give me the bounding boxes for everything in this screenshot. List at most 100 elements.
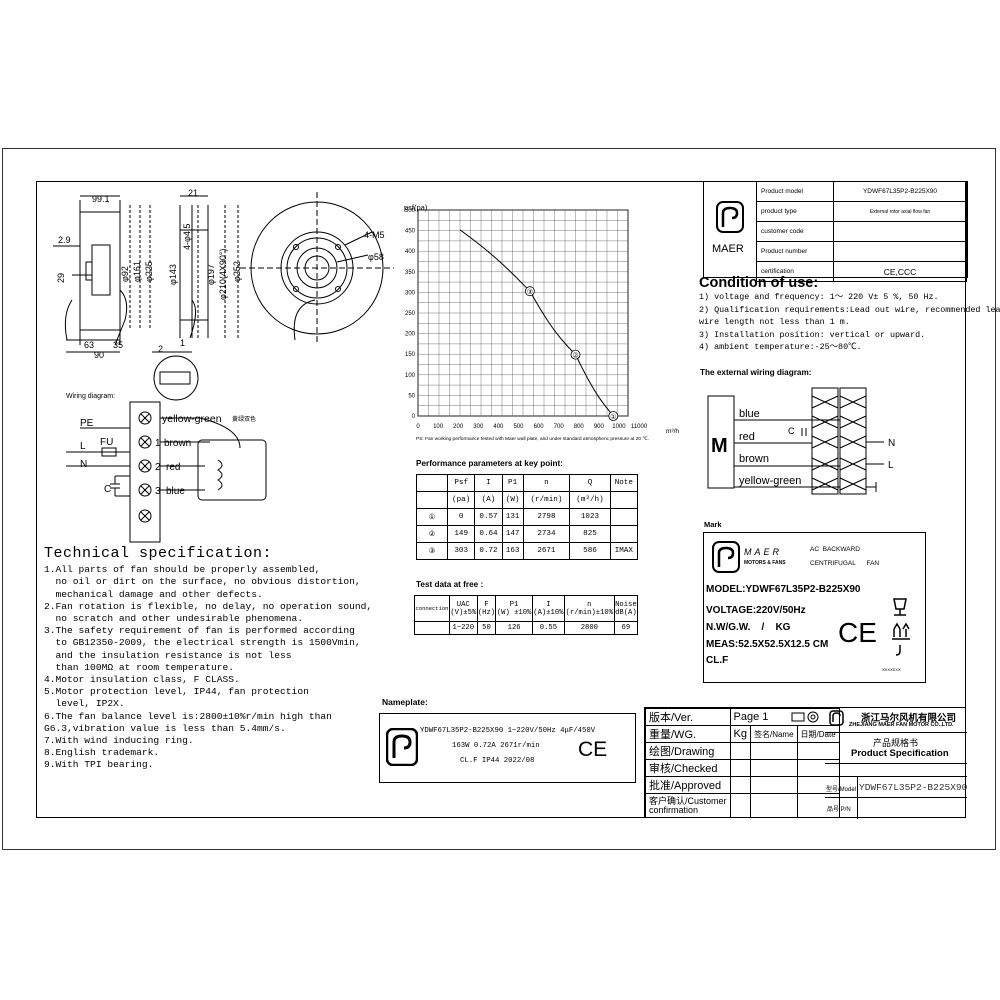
external-yellow-green: yellow-green <box>739 475 801 487</box>
wiring-l: L <box>80 441 86 452</box>
nameplate-line2: 163W 0.72A 2671r/min <box>452 742 540 750</box>
perf-r2c0: ③ <box>416 542 448 560</box>
test-c6: 69 <box>613 621 639 635</box>
series-line <box>459 229 614 417</box>
perf-r2c2: 0.72 <box>474 542 503 560</box>
tech-title: Technical specification: <box>44 545 273 562</box>
dim-1: 1 <box>180 338 185 348</box>
chart-note: PS: Fan working performance tested with … <box>416 437 650 442</box>
y-tick-label: 450 <box>405 229 416 235</box>
info-value <box>833 221 967 242</box>
divider <box>825 776 967 777</box>
key-point-label: ① <box>610 413 616 421</box>
test-c0 <box>414 621 450 635</box>
perf-u1: (pa) <box>446 491 476 509</box>
test-c2: 50 <box>476 621 497 635</box>
table-row: Psf I P1 n Q Note <box>416 474 639 492</box>
divider <box>857 776 858 819</box>
perf-r0c6 <box>609 508 639 526</box>
tb-checked: 审核/Checked <box>645 759 731 777</box>
tech-line: mechanical damage and other defects. <box>44 588 263 600</box>
table-row: ③ 303 0.72 163 2671 586 IMAX <box>416 542 639 560</box>
external-red: red <box>739 431 755 443</box>
external-m: M <box>711 435 728 457</box>
test-c3: 126 <box>495 621 533 635</box>
test-table: connection UAC (V)±5% F (Hz) P1 (W) ±10%… <box>414 595 639 635</box>
perf-r2c3: 163 <box>501 542 524 560</box>
perf-r0c5: 1023 <box>569 508 611 526</box>
x-tick-label: 800 <box>574 424 585 430</box>
mark-brand: MAER <box>744 547 783 557</box>
mark-cl: CL.F <box>706 655 729 666</box>
tb-drawing: 绘图/Drawing <box>645 742 731 760</box>
mark-xx: XXXXXXX <box>882 667 901 672</box>
perf-r2c4: 2671 <box>522 542 571 560</box>
wiring-c: C <box>104 484 111 495</box>
perf-r2c1: 303 <box>446 542 476 560</box>
perf-h6: Note <box>609 474 639 492</box>
test-h1: UAC (V)±5% <box>448 595 478 622</box>
dim-161: φ161 <box>132 261 142 282</box>
dim-225: φ225 <box>144 261 154 282</box>
table-row: 审核/Checked <box>645 759 840 777</box>
perf-r0c3: 131 <box>501 508 524 526</box>
tb-company-cn: 浙江马尔风机有限公司 <box>861 713 957 724</box>
info-value <box>833 241 967 262</box>
info-label: Product model <box>756 181 834 202</box>
test-c5: 2800 <box>563 621 615 635</box>
perf-u0 <box>416 491 448 509</box>
table-row: 1~220 50 126 0.55 2800 69 <box>414 621 639 635</box>
tech-line: 1.All parts of fan should be properly as… <box>44 564 321 576</box>
tb-doc-en: Product Specification <box>851 748 949 759</box>
external-c: C <box>788 426 795 436</box>
wiring-yellow-green-cn: 黄绿双色 <box>232 415 256 423</box>
info-value: YDWF67L35P2-B225X90 <box>833 181 967 202</box>
wiring-pe: PE <box>80 418 94 429</box>
external-wiring-title: The external wiring diagram: <box>700 368 811 377</box>
x-tick-label: 11000 <box>631 424 648 430</box>
dim-35: 35 <box>113 340 123 350</box>
projection-symbol-icon <box>791 711 819 723</box>
tech-line: 8.English trademark. <box>44 747 160 759</box>
info-logo-cell: MAER <box>704 181 757 277</box>
x-tick-label: 600 <box>534 424 545 430</box>
tb-weight: 重量/WG. <box>645 725 731 743</box>
title-table: 版本/Ver. Page 1 重量/WG. Kg 签名/Name 日期/Date… <box>645 708 840 818</box>
tech-line: 2.Fan rotation is flexible, no delay, no… <box>44 600 373 612</box>
external-l: L <box>888 460 894 471</box>
drawing-frame <box>36 181 966 818</box>
x-tick-label: 0 <box>416 424 420 430</box>
mark-model: MODEL:YDWF67L35P2-B225X90 <box>706 584 861 595</box>
title-block: 版本/Ver. Page 1 重量/WG. Kg 签名/Name 日期/Date… <box>644 707 967 819</box>
info-label: certification <box>756 261 834 282</box>
tech-line: 5.Motor protection level, IP44, fan prot… <box>44 686 309 698</box>
perf-table: Psf I P1 n Q Note (pa) (A) (W) (r/min) (… <box>416 474 639 560</box>
x-tick-label: 1000 <box>612 424 626 430</box>
perf-h4: n <box>522 474 571 492</box>
mark-sub: MOTORS & FANS <box>744 560 786 566</box>
tb-approved: 批准/Approved <box>645 776 731 794</box>
dim-29: 29 <box>56 273 66 283</box>
test-h2: F (Hz) <box>476 595 497 622</box>
tb-customer: 客户确认/Customer <box>649 795 727 806</box>
test-title: Test data at free : <box>416 580 484 589</box>
wiring-fu: FU <box>100 437 113 448</box>
wiring-blue: blue <box>166 486 185 497</box>
perf-u4: (r/min) <box>522 491 571 509</box>
external-brown: brown <box>739 453 769 465</box>
perf-h1: Psf <box>446 474 476 492</box>
table-row: customer code <box>756 221 967 242</box>
tb-doc-cn: 产品规格书 <box>873 738 919 748</box>
table-row: 批准/Approved <box>645 776 840 794</box>
external-blue: blue <box>739 408 760 420</box>
key-point-label: ③ <box>527 288 533 296</box>
perf-u3: (W) <box>501 491 524 509</box>
perf-r1c3: 147 <box>501 525 524 543</box>
tech-line: 9.With TPI bearing. <box>44 759 154 771</box>
condition-of-use: Condition of use: 1) voltage and frequen… <box>699 276 1000 353</box>
maer-logo-icon <box>386 728 418 766</box>
wiring-title: Wiring diagram: <box>66 393 115 400</box>
tech-line: 3.The safety requirement of fan is perfo… <box>44 625 355 637</box>
